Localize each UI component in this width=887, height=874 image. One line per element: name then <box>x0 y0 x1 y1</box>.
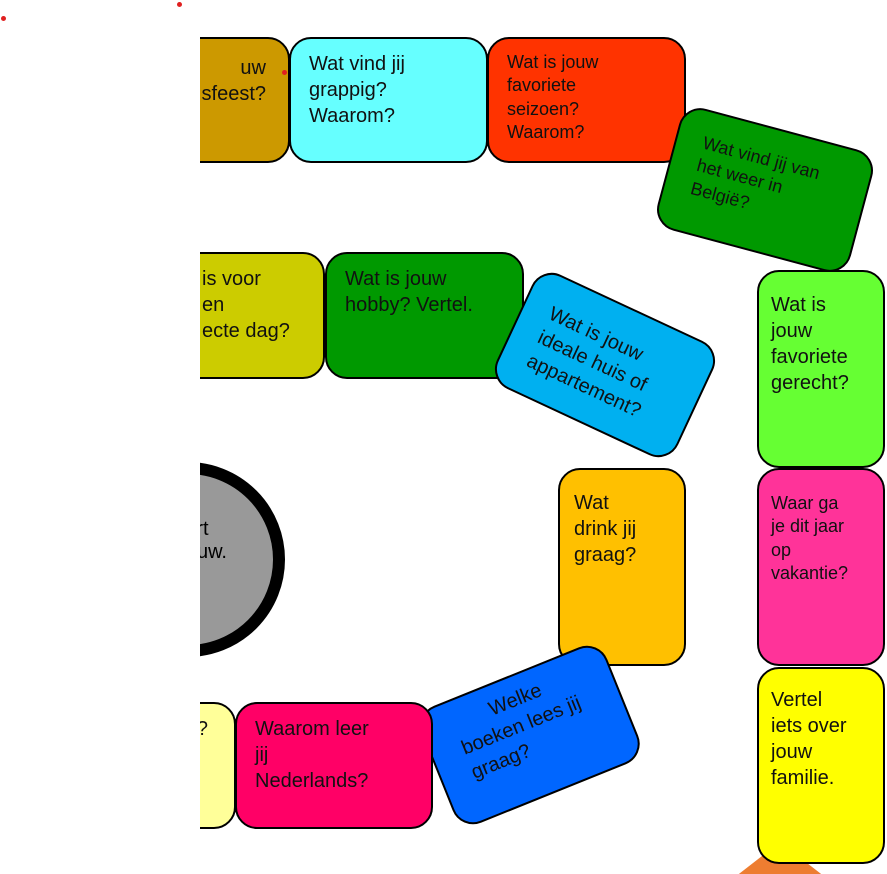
game-board: uw sfeest? Wat vind jij grappig? Waarom? Wa… <box>200 0 887 874</box>
tile-text: is voor <box>202 268 261 290</box>
tile-text: iets over <box>771 715 847 737</box>
tile-text: Waarom? <box>507 122 585 143</box>
tile-text: hobby? Vertel. <box>345 294 473 316</box>
tile-grappig[interactable]: Wat vind jij grappig? Waarom? <box>289 37 488 163</box>
red-marker-dot <box>1 16 6 21</box>
tile-text: Nederlands? <box>255 770 369 792</box>
tile-text: en <box>202 294 225 316</box>
tile-drink[interactable]: Wat drink jij graag? <box>558 468 686 666</box>
tile-text: grappig? <box>309 79 387 101</box>
start-opnieuw-circle[interactable]: Startopnieuw. <box>200 462 285 657</box>
tile-text: jouw <box>771 741 813 763</box>
tile-text: Waarom leer <box>255 718 369 740</box>
tile-text: favoriete <box>507 75 577 96</box>
tile-text: jij <box>255 744 269 766</box>
tile-perfecte-dag[interactable]: is voor en ecte dag? <box>200 252 325 379</box>
red-marker-dot <box>282 70 287 75</box>
tile-gerecht[interactable]: Wat is jouw favoriete gerecht? <box>757 270 885 468</box>
tile-text: Waarom? <box>309 105 395 127</box>
tile-hobby[interactable]: Wat is jouw hobby? Vertel. <box>325 252 524 379</box>
tile-text: Wat vind jij <box>309 53 405 75</box>
tile-text: Wat is <box>771 294 826 316</box>
tile-text: gerecht? <box>771 372 849 394</box>
start-text: Start <box>200 518 209 540</box>
start-text: opnieuw. <box>200 541 227 563</box>
tile-text: ? <box>200 716 208 742</box>
tile-text: Waar ga <box>771 493 839 513</box>
tile-text: familie. <box>771 767 835 789</box>
tile-text: graag? <box>574 544 637 566</box>
tile-partial-pale[interactable]: ? <box>200 702 236 829</box>
tile-text: Wat is jouw <box>345 268 447 290</box>
tile-text: favoriete <box>771 346 848 368</box>
tile-text: Vertel <box>771 689 823 711</box>
tile-text: op <box>771 539 792 560</box>
tile-text: drink jij <box>574 518 637 540</box>
tile-text: jouw <box>771 320 813 342</box>
tile-text: je dit jaar <box>771 516 845 537</box>
red-marker-dot <box>177 2 182 7</box>
tile-familie[interactable]: Vertel iets over jouw familie. <box>757 667 885 864</box>
tile-text: seizoen? <box>507 98 580 119</box>
tile-text: vakantie? <box>771 563 849 584</box>
tile-text: ecte dag? <box>202 320 290 342</box>
tile-text: sfeest? <box>201 83 266 105</box>
tile-text: uw <box>240 57 266 79</box>
tile-text: Wat <box>574 492 609 514</box>
tile-text: Wat is jouw <box>507 52 599 72</box>
tile-partial-feest[interactable]: uw sfeest? <box>200 37 290 163</box>
